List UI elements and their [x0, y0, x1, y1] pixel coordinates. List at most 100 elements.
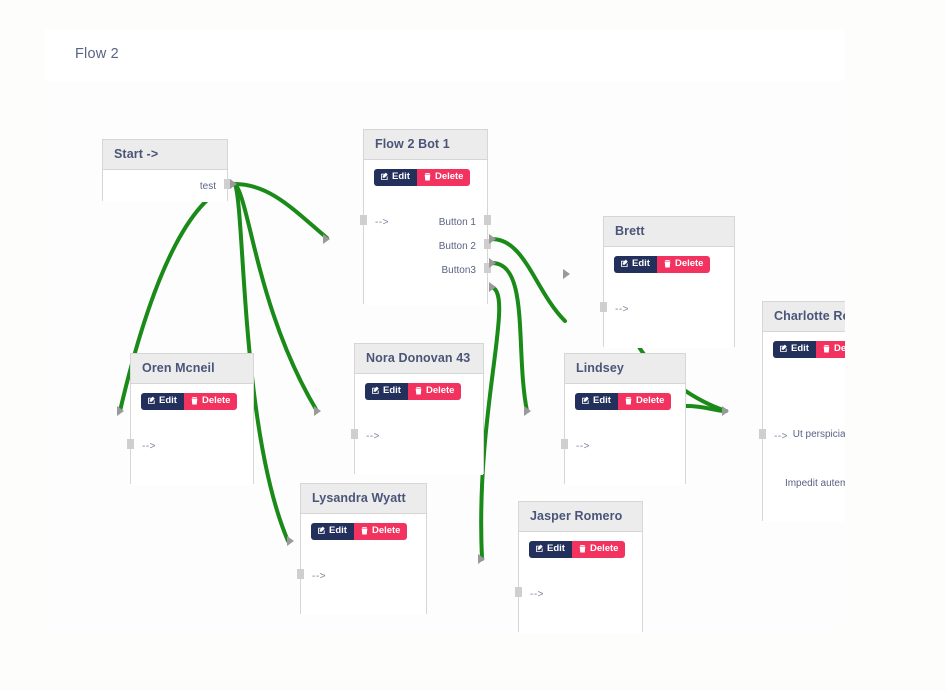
- node-title: Brett: [604, 217, 734, 247]
- edit-button-label: Edit: [632, 258, 650, 269]
- delete-button[interactable]: Delete: [815, 341, 845, 358]
- pencil-square-icon: [148, 396, 155, 405]
- input-port[interactable]: -->: [312, 571, 326, 582]
- output-handle-button-2[interactable]: [484, 239, 491, 249]
- input-handle[interactable]: [351, 429, 358, 439]
- edit-button-label: Edit: [791, 343, 809, 354]
- edit-button[interactable]: Edit: [614, 256, 657, 273]
- node-actions: Edit Delete: [355, 374, 483, 400]
- input-port[interactable]: -->: [142, 441, 156, 452]
- node-body: Edit Delete -->: [561, 384, 685, 485]
- trash-icon: [823, 345, 830, 353]
- node-brett[interactable]: Brett Edit Delete -->: [600, 216, 735, 348]
- node-body: Edit Delete -->: [515, 532, 642, 633]
- node-flow-2-bot-1[interactable]: Flow 2 Bot 1 Edit Delete -->: [360, 129, 491, 305]
- input-handle[interactable]: [127, 439, 134, 449]
- arrow-nora-donovan-in: [314, 406, 321, 416]
- node-title: Lindsey: [565, 354, 685, 384]
- edit-button[interactable]: Edit: [374, 169, 417, 186]
- edge-button1-to-brett: [490, 237, 567, 323]
- arrow-lindsey-in: [524, 406, 531, 416]
- edge-button2-to-lindsey: [490, 261, 529, 413]
- output-port-impedit-autem-sapie[interactable]: Impedit autem sapie: [784, 478, 845, 489]
- delete-button[interactable]: Delete: [407, 383, 462, 400]
- pencil-square-icon: [381, 172, 388, 181]
- output-port-test[interactable]: test: [199, 181, 216, 192]
- node-actions: Edit Delete: [301, 514, 426, 540]
- node-body: Edit Delete --> Ut perspiciatis qua Impe…: [759, 332, 845, 522]
- node-title: Oren Mcneil: [131, 354, 253, 384]
- node-title: Charlotte Romero: [763, 302, 845, 332]
- node-nora-donovan-43[interactable]: Nora Donovan 43 Edit Delete -->: [351, 343, 484, 475]
- flow-header: Flow 2: [45, 29, 845, 82]
- output-port-button-3[interactable]: Button3: [441, 265, 476, 276]
- output-port-button-2[interactable]: Button 2: [438, 241, 476, 252]
- delete-button[interactable]: Delete: [416, 169, 471, 186]
- delete-button[interactable]: Delete: [353, 523, 408, 540]
- output-handle-button-3[interactable]: [484, 263, 491, 273]
- trash-icon: [625, 397, 632, 405]
- flow-panel: Flow 2: [45, 29, 845, 635]
- edit-button[interactable]: Edit: [773, 341, 816, 358]
- edit-button[interactable]: Edit: [575, 393, 618, 410]
- arrow-button-2-out: [489, 258, 496, 268]
- edit-button[interactable]: Edit: [529, 541, 572, 558]
- edit-button[interactable]: Edit: [141, 393, 184, 410]
- edit-button-label: Edit: [547, 543, 565, 554]
- input-handle[interactable]: [515, 587, 522, 597]
- trash-icon: [191, 397, 198, 405]
- delete-button[interactable]: Delete: [617, 393, 672, 410]
- delete-button[interactable]: Delete: [571, 541, 626, 558]
- pencil-square-icon: [372, 386, 379, 395]
- node-lindsey[interactable]: Lindsey Edit Delete -->: [561, 353, 686, 485]
- edit-button-label: Edit: [392, 171, 410, 182]
- edit-button-label: Edit: [383, 385, 401, 396]
- edit-button[interactable]: Edit: [311, 523, 354, 540]
- node-body: Edit Delete -->: [127, 384, 253, 485]
- output-port-ut-perspiciatis-qua[interactable]: Ut perspiciatis qua: [792, 429, 845, 440]
- trash-icon: [415, 387, 422, 395]
- input-port[interactable]: -->: [576, 441, 590, 452]
- node-title: Nora Donovan 43: [355, 344, 483, 374]
- input-port[interactable]: -->: [530, 589, 544, 600]
- node-oren-mcneil[interactable]: Oren Mcneil Edit Delete -->: [127, 353, 254, 485]
- delete-button[interactable]: Delete: [656, 256, 711, 273]
- input-handle[interactable]: [759, 429, 766, 439]
- page-title: Flow 2: [75, 46, 119, 62]
- delete-button-label: Delete: [589, 543, 619, 554]
- edit-button[interactable]: Edit: [365, 383, 408, 400]
- node-actions: Edit Delete: [604, 247, 734, 273]
- input-handle[interactable]: [600, 302, 607, 312]
- input-handle[interactable]: [561, 439, 568, 449]
- output-port-button-1[interactable]: Button 1: [438, 217, 476, 228]
- input-port[interactable]: -->: [615, 304, 629, 315]
- input-port[interactable]: -->: [366, 431, 380, 442]
- pencil-square-icon: [536, 544, 543, 553]
- node-actions: Edit Delete: [763, 332, 845, 358]
- input-handle[interactable]: [297, 569, 304, 579]
- arrow-flow-2-bot-1-in: [323, 234, 330, 244]
- arrow-button-1-out: [489, 234, 496, 244]
- output-handle-button-1[interactable]: [484, 215, 491, 225]
- trash-icon: [424, 173, 431, 181]
- node-title: Flow 2 Bot 1: [364, 130, 487, 160]
- delete-button-label: Delete: [425, 385, 455, 396]
- arrow-lysandra-wyatt-in: [287, 536, 294, 546]
- node-jasper-romero[interactable]: Jasper Romero Edit Delete -->: [515, 501, 643, 633]
- edit-button-label: Edit: [593, 395, 611, 406]
- delete-button-label: Delete: [833, 343, 845, 354]
- flow-canvas[interactable]: Start -> test Flow 2 Bot 1 Edit: [45, 81, 845, 635]
- pencil-square-icon: [318, 526, 325, 535]
- node-body: Edit Delete -->: [351, 374, 483, 475]
- arrow-brett-in: [563, 269, 570, 279]
- node-start[interactable]: Start -> test: [102, 139, 231, 202]
- edit-button-label: Edit: [329, 525, 347, 536]
- node-actions: Edit Delete: [131, 384, 253, 410]
- input-port[interactable]: -->: [375, 217, 389, 228]
- node-lysandra-wyatt[interactable]: Lysandra Wyatt Edit Delete -->: [297, 483, 427, 615]
- delete-button[interactable]: Delete: [183, 393, 238, 410]
- input-port[interactable]: -->: [774, 431, 788, 442]
- input-handle[interactable]: [360, 215, 367, 225]
- node-actions: Edit Delete: [519, 532, 642, 558]
- node-charlotte-romero[interactable]: Charlotte Romero Edit Delete -->: [759, 301, 845, 522]
